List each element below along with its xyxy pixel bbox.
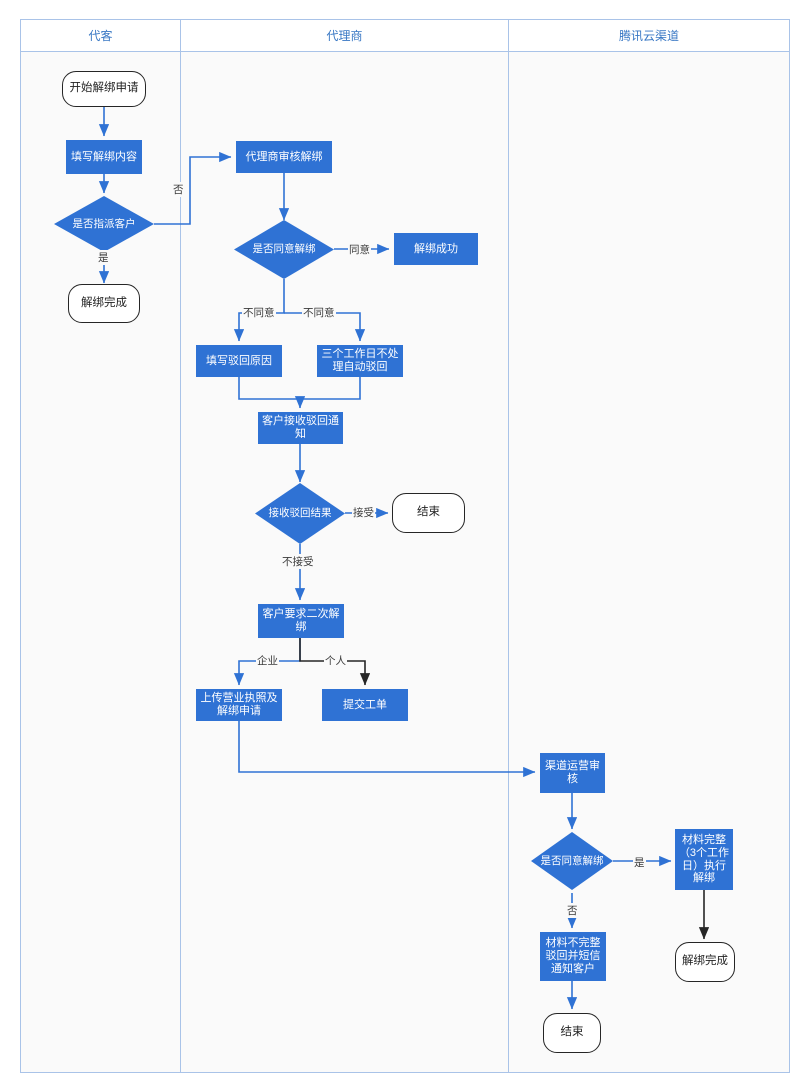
node-label: 接收驳回结果 [268,507,332,520]
edge-label-no-assign: 否 [172,182,185,197]
node-channel-agree-decision[interactable]: 是否同意解绑 [531,832,613,890]
lane-header-daike: 代客 [21,20,180,51]
lane-divider-1 [180,20,181,1072]
edge-label-disagree-right: 不同意 [302,305,336,320]
lane-header-tencent-channel: 腾讯云渠道 [509,20,789,51]
edge-label-accept: 接受 [352,505,375,520]
node-agent-review-unbind[interactable]: 代理商审核解绑 [236,141,332,173]
edge-label-no-channel: 否 [566,903,579,918]
node-label: 是否同意解绑 [252,243,316,256]
node-submit-ticket[interactable]: 提交工单 [322,689,408,721]
lane-header-divider [21,51,789,52]
edge-label-yes-assign: 是 [97,250,110,265]
node-unbind-complete-lane3[interactable]: 解绑完成 [675,942,735,982]
edge-label-disagree-left: 不同意 [242,305,276,320]
node-customer-receive-reject-notice[interactable]: 客户接收驳回通知 [258,412,343,444]
node-label: 是否指派客户 [72,217,136,230]
edge-label-enterprise: 企业 [256,653,279,668]
node-end-lane2[interactable]: 结束 [392,493,465,533]
node-customer-request-second-unbind[interactable]: 客户要求二次解绑 [258,604,344,638]
node-start-unbind-request[interactable]: 开始解绑申请 [62,71,146,107]
node-channel-operation-review[interactable]: 渠道运营审核 [540,753,605,793]
node-agent-agree-decision[interactable]: 是否同意解绑 [234,220,334,279]
edge-label-yes-channel: 是 [633,855,646,870]
node-materials-complete-execute-unbind[interactable]: 材料完整（3个工作日）执行解绑 [675,829,733,890]
edge-label-individual: 个人 [324,653,347,668]
swimlane-frame [20,19,790,1073]
node-materials-incomplete-reject-sms[interactable]: 材料不完整驳回并短信通知客户 [540,932,606,981]
node-auto-reject-three-workdays[interactable]: 三个工作日不处理自动驳回 [317,345,403,377]
node-fill-reject-reason[interactable]: 填写驳回原因 [196,345,282,377]
node-fill-unbind-content[interactable]: 填写解绑内容 [66,140,142,174]
node-upload-license-and-application[interactable]: 上传营业执照及解绑申请 [196,689,282,721]
node-unbind-complete-lane1[interactable]: 解绑完成 [68,284,140,323]
node-end-lane3[interactable]: 结束 [543,1013,601,1053]
node-label: 是否同意解绑 [540,854,604,867]
lane-header-dailishang: 代理商 [181,20,508,51]
node-receive-reject-result-decision[interactable]: 接收驳回结果 [255,483,345,544]
node-assign-customer-decision[interactable]: 是否指派客户 [54,196,154,252]
edge-label-agree: 同意 [348,242,371,257]
node-unbind-success[interactable]: 解绑成功 [394,233,478,265]
edge-label-not-accept: 不接受 [281,554,315,569]
lane-divider-2 [508,20,509,1072]
